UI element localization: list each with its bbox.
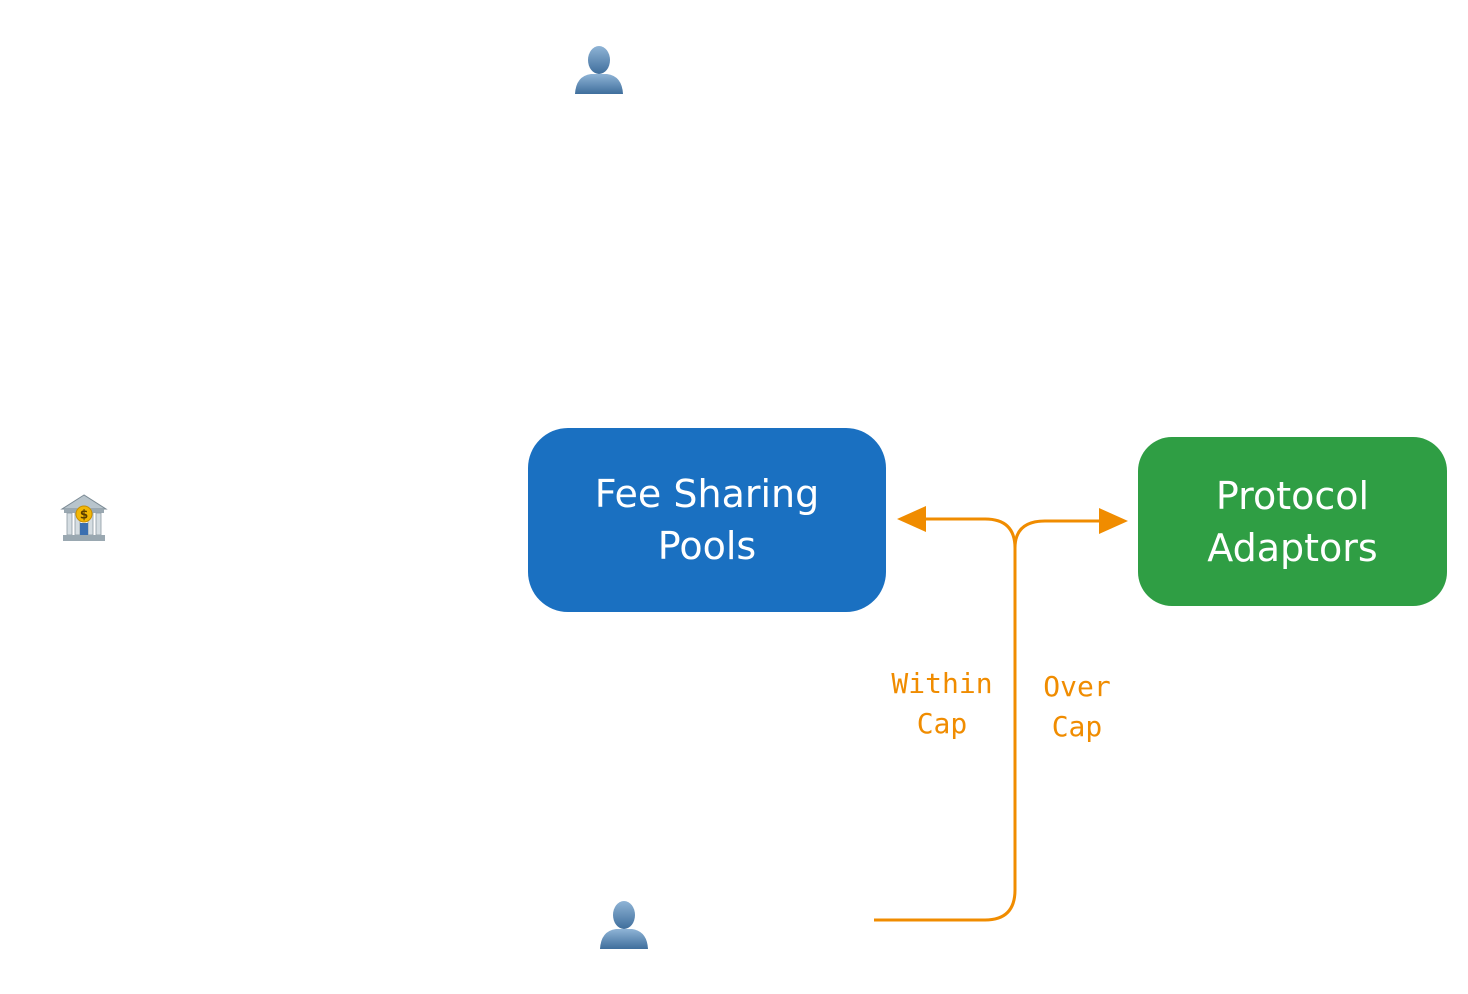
within-cap-arrowhead [897,506,926,532]
user-icon [575,46,623,94]
within-cap-label: Within Cap [891,667,993,740]
over-cap-branch [1013,519,1105,549]
within-cap-branch [915,517,1017,549]
incoming-flow-line [874,548,1017,922]
bank-icon: $ [60,494,108,541]
svg-text:$: $ [80,508,88,522]
user-icon [600,901,648,949]
fee-sharing-pools-node[interactable]: Fee Sharing Pools [528,428,886,612]
over-cap-arrowhead [1099,508,1128,534]
over-cap-label: Over Cap [1043,670,1111,743]
protocol-adaptors-node[interactable]: Protocol Adaptors [1138,437,1447,606]
